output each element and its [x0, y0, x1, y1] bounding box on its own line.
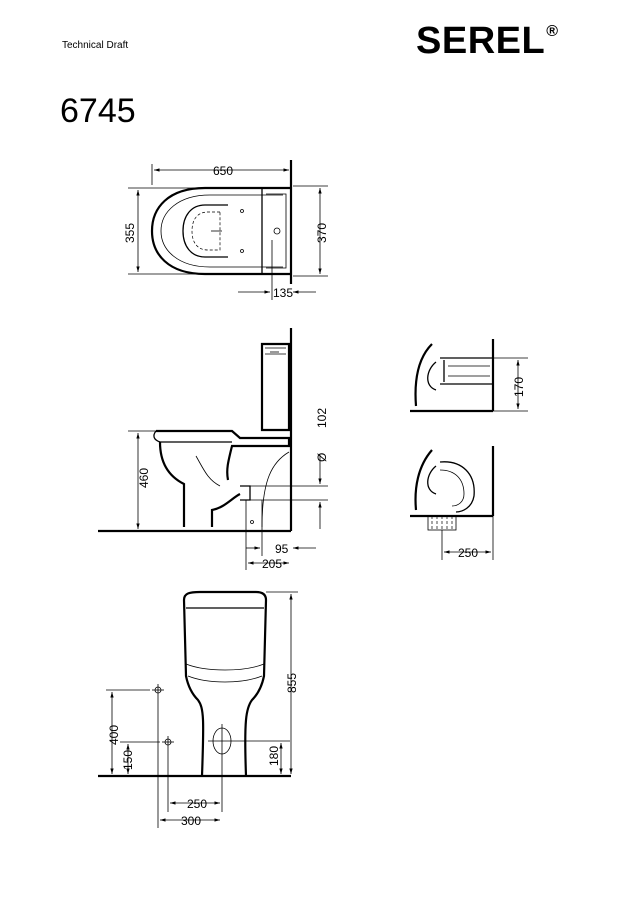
side-seat-top: [156, 429, 291, 481]
dim-370-label: 370: [315, 223, 329, 243]
top-seat-outline: [182, 204, 228, 258]
detail-vertical-outlet: 250: [410, 446, 495, 560]
brand-name: SEREL: [416, 20, 546, 62]
top-flush-button: [273, 227, 281, 235]
dim-95-label: 95: [275, 542, 289, 556]
detail-h-bowl: [414, 343, 433, 407]
front-seat-line: [185, 663, 265, 671]
detail-v-spigot: [427, 465, 437, 495]
top-hinge-left: [240, 209, 244, 213]
dim-650-label: 650: [213, 164, 233, 178]
dim-150-label: 150: [121, 750, 135, 770]
front-bowl-rim: [187, 675, 263, 683]
side-fixing-hole: [250, 520, 254, 524]
side-tank-lid: [265, 347, 286, 355]
front-view: 855 180 400 150 250 300: [98, 590, 299, 828]
front-outline-left: [182, 599, 205, 777]
dim-400-label: 400: [107, 725, 121, 745]
side-outlet-spigot: [240, 485, 251, 501]
dim-205-label: 205: [262, 557, 282, 571]
dim-855-label: 855: [285, 673, 299, 693]
model-number: 6745: [60, 92, 136, 130]
dim-102-label: 102: [315, 408, 329, 428]
detail-h-connector-inner: [448, 365, 490, 377]
detail-v-bowl: [414, 449, 433, 511]
dim-135-label: 135: [273, 286, 293, 300]
side-bowl-front: [158, 441, 186, 527]
brand-logo: SEREL®: [416, 22, 558, 60]
dim-170-label: 170: [512, 377, 526, 397]
side-view: 460 102 Ø 95 205: [98, 328, 329, 571]
top-seat-hole: [191, 211, 221, 251]
dim-250f-label: 250: [187, 797, 207, 811]
detail-v-pipe-hatch: [431, 516, 453, 530]
top-hinge-right: [240, 249, 244, 253]
dim-180-label: 180: [267, 746, 281, 766]
top-bowl-inner: [160, 194, 283, 268]
side-tank: [260, 342, 291, 432]
side-bowl-back: [210, 493, 241, 527]
side-trap-curve: [195, 455, 221, 487]
top-view: 650 355 370 135: [123, 160, 329, 300]
side-back-curve: [261, 451, 290, 528]
detail-horizontal-outlet: 170: [410, 339, 528, 413]
document-type-label: Technical Draft: [62, 40, 129, 51]
dim-355-label: 355: [123, 223, 137, 243]
dim-250v-label: 250: [458, 546, 478, 560]
detail-h-spigot: [427, 360, 445, 391]
detail-h-connector: [440, 357, 492, 385]
dim-460-label: 460: [137, 468, 151, 488]
registered-mark: ®: [546, 23, 559, 40]
top-bowl-outline: [150, 186, 291, 276]
front-outline-right: [182, 590, 268, 777]
top-tank-lid: [266, 193, 287, 269]
diameter-symbol: Ø: [315, 453, 329, 462]
dim-300-label: 300: [181, 814, 201, 828]
side-seat-lip: [153, 430, 232, 443]
detail-v-elbow-inner: [439, 469, 465, 507]
detail-v-elbow-outer: [439, 461, 475, 513]
